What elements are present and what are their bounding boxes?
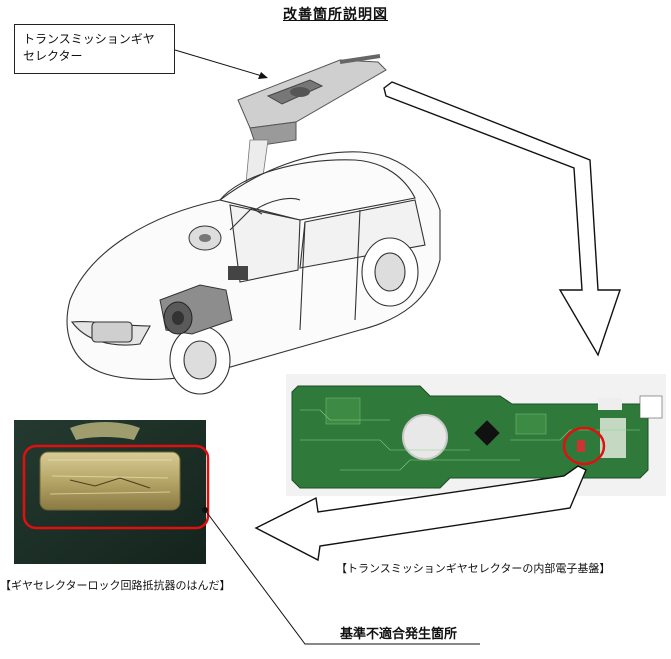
defect-leader-line [204,509,480,645]
board-direction-arrow [383,81,621,357]
solder-direction-arrow [254,465,587,562]
car-illustration [66,151,441,395]
pcb-board-photo [286,374,666,496]
solder-closeup-photo [14,420,210,564]
steering-wheel [188,225,222,251]
callout-line-2: セレクター [23,49,83,63]
solder-caption: 【ギヤセレクターロック回路抵抗器のはんだ】 [0,579,231,592]
defect-location-label: 基準不適合発生箇所 [340,627,458,642]
callout-line-1: トランスミッションギヤ [23,32,155,46]
gear-selector-callout: トランスミッションギヤ セレクター [14,24,175,74]
callout-leader-arrow [174,49,268,79]
transmission-unit [159,266,248,335]
page-title: 改善箇所説明図 [283,7,388,23]
gear-selector-module [237,54,387,147]
board-caption: 【トランスミッションギヤセレクターの内部電子基盤】 [336,562,611,575]
